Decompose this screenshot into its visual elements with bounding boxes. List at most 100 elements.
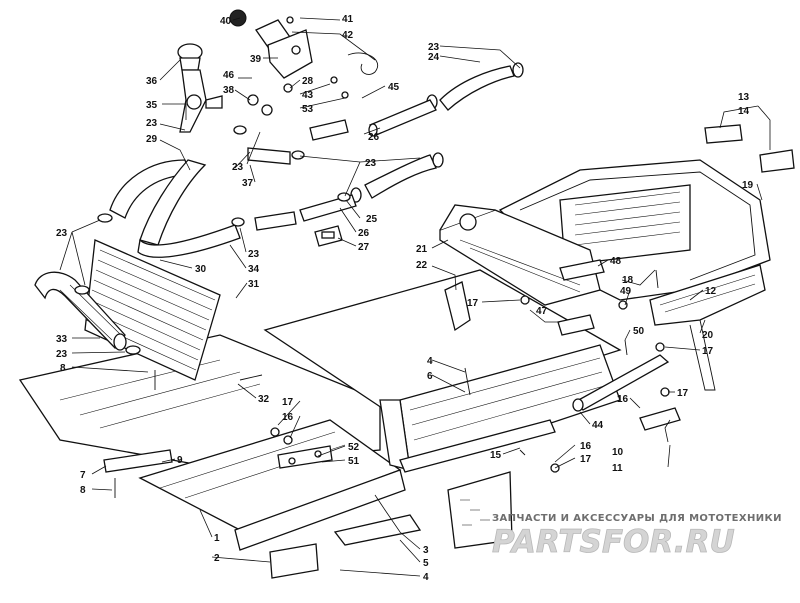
callout-19: 19 [742, 180, 754, 191]
callout-38: 38 [223, 85, 235, 96]
callout-16-a: 16 [617, 394, 629, 405]
hose-33 [34, 271, 127, 351]
callout-46: 46 [223, 70, 235, 81]
callout-8-a: 8 [60, 363, 66, 374]
hose-34 [137, 224, 241, 258]
callout-48: 48 [610, 256, 622, 267]
radiator-30 [84, 239, 221, 381]
callout-32: 32 [258, 394, 270, 405]
callout-11: 11 [612, 463, 623, 474]
callout-21: 21 [416, 244, 428, 255]
callout-16-c: 16 [580, 441, 592, 452]
callout-17-c: 17 [677, 388, 689, 399]
hose-39 [255, 19, 313, 79]
callout-44: 44 [592, 420, 604, 431]
callout-28: 28 [302, 76, 314, 87]
front-belly-pan [18, 334, 406, 551]
tube-26 [368, 99, 437, 137]
tube-26b [254, 194, 357, 231]
callout-27: 27 [358, 242, 370, 253]
plate-27 [314, 225, 343, 247]
callout-17-b: 17 [702, 346, 714, 357]
callout-23-f: 23 [56, 228, 68, 239]
plate-5 [333, 514, 422, 546]
radiator-cap-36 [177, 43, 203, 71]
leader-lines [59, 17, 771, 577]
callout-23-e: 23 [248, 249, 260, 260]
callout-17-a: 17 [467, 298, 479, 309]
callout-52: 52 [348, 442, 360, 453]
callout-17-d: 17 [282, 397, 294, 408]
callout-35: 35 [146, 100, 158, 111]
hose-42 [347, 52, 378, 75]
callout-30: 30 [195, 264, 207, 275]
rod-44 [572, 354, 670, 412]
callout-23-d: 23 [365, 158, 377, 169]
callout-18: 18 [622, 275, 634, 286]
pad-10 [639, 407, 681, 431]
callout-2: 2 [214, 553, 220, 564]
callout-23-h: 23 [56, 349, 68, 360]
callout-1: 1 [214, 533, 220, 544]
pad-48 [559, 259, 605, 281]
callout-4-b: 4 [423, 572, 429, 583]
callout-10: 10 [612, 447, 624, 458]
hose-24 [426, 62, 524, 111]
callout-31: 31 [248, 279, 260, 290]
callout-45: 45 [388, 82, 400, 93]
callout-53: 53 [302, 104, 314, 115]
callout-47: 47 [536, 306, 548, 317]
callout-16-b: 16 [282, 412, 294, 423]
callout-24: 24 [428, 52, 440, 63]
callout-23-a: 23 [428, 42, 440, 53]
callout-26-b: 26 [358, 228, 370, 239]
callout-26: 26 [368, 132, 380, 143]
callout-5: 5 [423, 558, 429, 569]
pad-47 [557, 314, 595, 336]
callout-34: 34 [248, 264, 260, 275]
callout-37: 37 [242, 178, 254, 189]
tunnel-panel [263, 269, 622, 473]
callout-25: 25 [366, 214, 378, 225]
callout-36: 36 [146, 76, 158, 87]
callout-50: 50 [633, 326, 645, 337]
watermark: ЗАПЧАСТИ И АКСЕССУАРЫ ДЛЯ МОТОТЕХНИКИ PA… [492, 513, 782, 560]
heat-exchanger-21 [439, 204, 601, 306]
tab-13-14 [704, 124, 795, 173]
callout-43: 43 [302, 90, 314, 101]
bracket-52 [277, 445, 333, 469]
callout-numbers: 40 41 42 39 36 46 38 35 28 43 53 45 23 2… [56, 14, 754, 583]
callout-13: 13 [738, 92, 750, 103]
callout-22: 22 [416, 260, 428, 271]
callout-6: 6 [427, 371, 433, 382]
callout-14: 14 [738, 106, 750, 117]
cap-40 [229, 9, 247, 27]
callout-9: 9 [177, 455, 183, 466]
callout-23-c: 23 [232, 162, 244, 173]
callout-51: 51 [348, 456, 360, 467]
callout-39: 39 [250, 54, 262, 65]
callout-15: 15 [490, 450, 502, 461]
callout-4-a: 4 [427, 356, 433, 367]
bracket-7 [103, 449, 173, 473]
hose-29 [109, 159, 207, 246]
callout-42: 42 [342, 30, 354, 41]
hose-25 [350, 152, 444, 203]
hose-clamps [74, 125, 351, 355]
callout-12: 12 [705, 286, 717, 297]
callout-41: 41 [342, 14, 354, 25]
watermark-tagline: ЗАПЧАСТИ И АКСЕССУАРЫ ДЛЯ МОТОТЕХНИКИ [492, 513, 782, 524]
watermark-brand: PARTSFOR.RU [492, 524, 735, 560]
callout-8-b: 8 [80, 485, 86, 496]
callout-23-b: 23 [146, 118, 158, 129]
callout-33: 33 [56, 334, 68, 345]
callout-7: 7 [80, 470, 86, 481]
callout-20: 20 [702, 330, 714, 341]
callout-29: 29 [146, 134, 158, 145]
plate-2 [269, 543, 319, 579]
filler-neck-35 [179, 69, 223, 133]
callout-49: 49 [620, 286, 632, 297]
side-bracket-3 [447, 471, 513, 549]
